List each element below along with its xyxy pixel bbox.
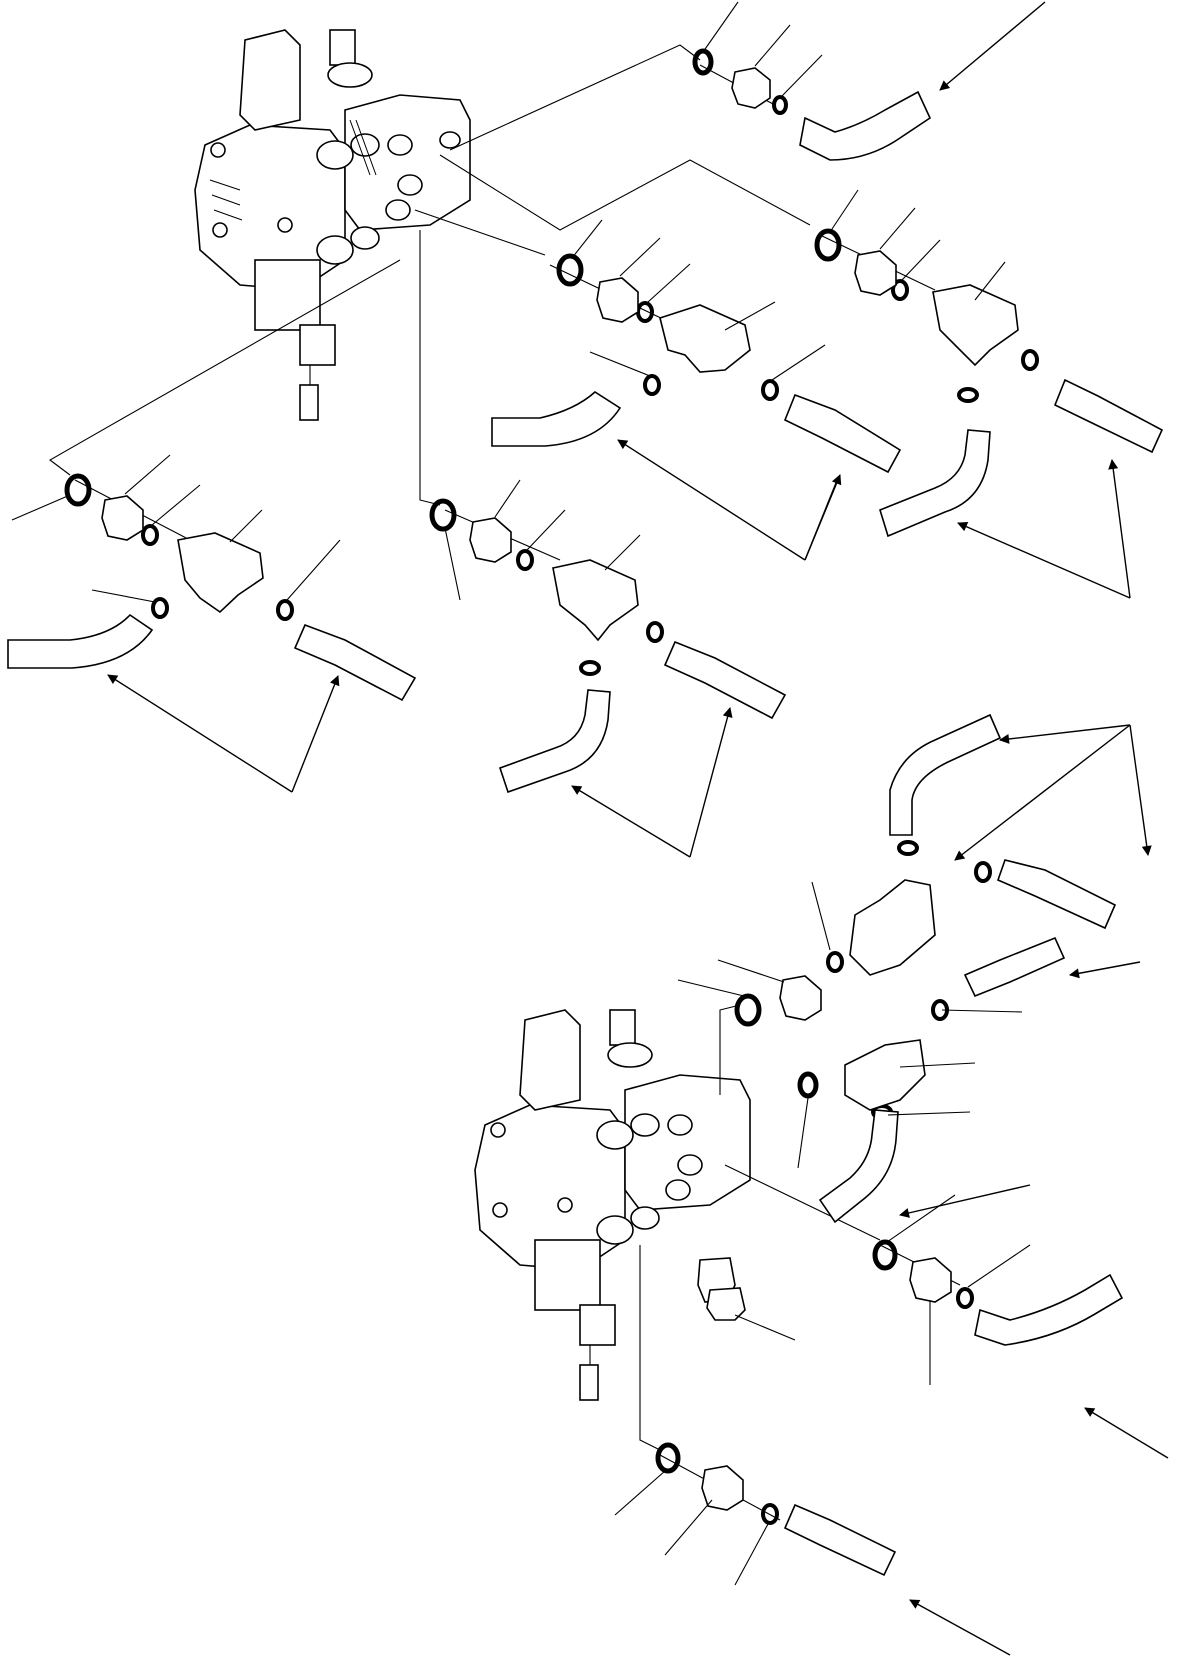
hoses xyxy=(7,90,1164,1577)
adapters xyxy=(101,67,952,1511)
pointer-arrows xyxy=(107,1,1169,1656)
control-valve-upper xyxy=(194,29,471,421)
control-valve-lower xyxy=(474,1009,751,1401)
tee-fittings xyxy=(177,284,1019,1111)
plug-fitting xyxy=(706,1287,746,1321)
callout-leaders xyxy=(11,1,1031,1586)
o-rings xyxy=(64,48,1039,1525)
